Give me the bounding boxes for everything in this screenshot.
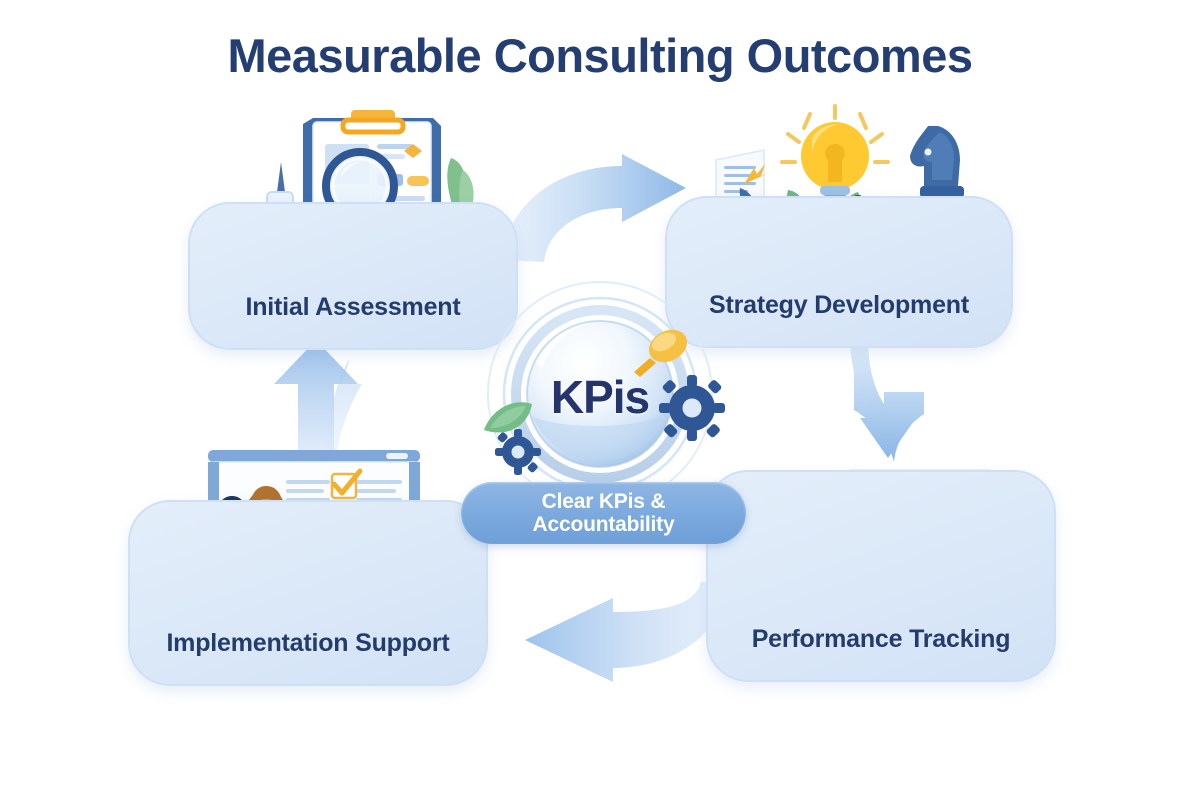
kpi-badge-line1: Clear KPis & [541,489,666,513]
card-strategy-development[interactable]: Strategy Development [665,196,1013,348]
card-initial-assessment[interactable]: Initial Assessment [188,202,518,350]
card-label: Performance Tracking [751,625,1011,653]
card-performance-tracking[interactable]: Performance Tracking [706,470,1056,682]
arrow-performance-to-implementation [495,578,730,690]
card-implementation-support[interactable]: Implementation Support [128,500,488,686]
kpi-sphere-label: KPis [550,371,650,423]
card-label: Implementation Support [166,629,450,657]
card-label: Initial Assessment [245,293,461,321]
card-label: Strategy Development [709,291,969,319]
kpi-badge[interactable]: Clear KPis & Accountability [461,482,746,544]
kpi-badge-line2: Accountability [532,513,675,536]
arrow-strategy-to-performance [830,330,950,470]
kpi-hub: KPis [470,281,730,507]
page-title: Measurable Consulting Outcomes [227,29,973,82]
arrow-implementation-to-initial [258,336,378,476]
